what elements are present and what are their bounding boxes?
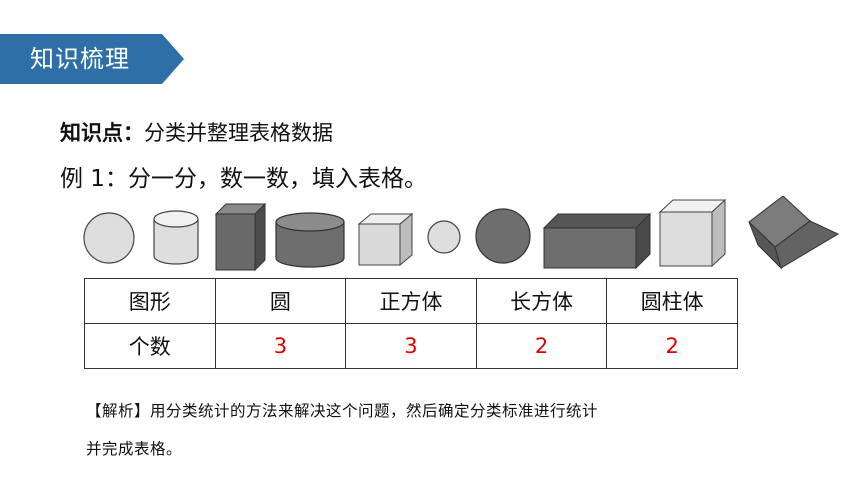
table-value-cell: 3 — [214, 323, 347, 369]
shape-cuboid-dark-long — [542, 212, 652, 270]
table-header-row: 图形 圆 正方体 长方体 圆柱体 — [84, 278, 738, 324]
section-title: 知识梳理 — [30, 45, 130, 73]
knowledge-point-label: 知识点： — [60, 121, 144, 145]
shape-cube-dark-rotated — [748, 196, 840, 270]
section-banner: 知识梳理 — [0, 34, 184, 84]
analysis-text: 【解析】用分类统计的方法来解决这个问题，然后确定分类标准进行统计 并完成表格。 — [86, 392, 786, 468]
count-table: 图形 圆 正方体 长方体 圆柱体 个数 3 3 2 2 — [84, 278, 738, 369]
table-cell: 长方体 — [475, 278, 608, 324]
table-value-cell: 3 — [345, 323, 477, 369]
shape-circle-light — [83, 212, 135, 264]
analysis-line-1: 【解析】用分类统计的方法来解决这个问题，然后确定分类标准进行统计 — [86, 402, 599, 420]
shape-cube-light-small — [357, 212, 414, 267]
shapes-row — [83, 196, 840, 272]
shape-cuboid-dark-tall — [214, 202, 267, 272]
table-cell: 图形 — [84, 278, 216, 324]
analysis-line-2: 并完成表格。 — [86, 440, 183, 458]
knowledge-point-text: 分类并整理表格数据 — [144, 121, 333, 145]
shape-cube-light-large — [658, 198, 727, 268]
shape-cylinder-dark — [275, 212, 345, 268]
table-value-cell: 2 — [606, 323, 738, 369]
banner-arrow-shape — [0, 34, 184, 84]
example-prompt: 例 1：分一分，数一数，填入表格。 — [60, 166, 427, 192]
shape-circle-small — [427, 220, 461, 254]
table-cell: 圆 — [214, 278, 347, 324]
table-row: 个数 3 3 2 2 — [84, 323, 738, 369]
shape-circle-dark — [475, 208, 531, 264]
table-value-cell: 2 — [475, 323, 608, 369]
knowledge-point: 知识点：分类并整理表格数据 — [60, 118, 333, 148]
table-cell: 正方体 — [345, 278, 477, 324]
table-cell: 圆柱体 — [606, 278, 738, 324]
table-cell: 个数 — [84, 323, 216, 369]
shape-cylinder-light — [153, 210, 199, 265]
